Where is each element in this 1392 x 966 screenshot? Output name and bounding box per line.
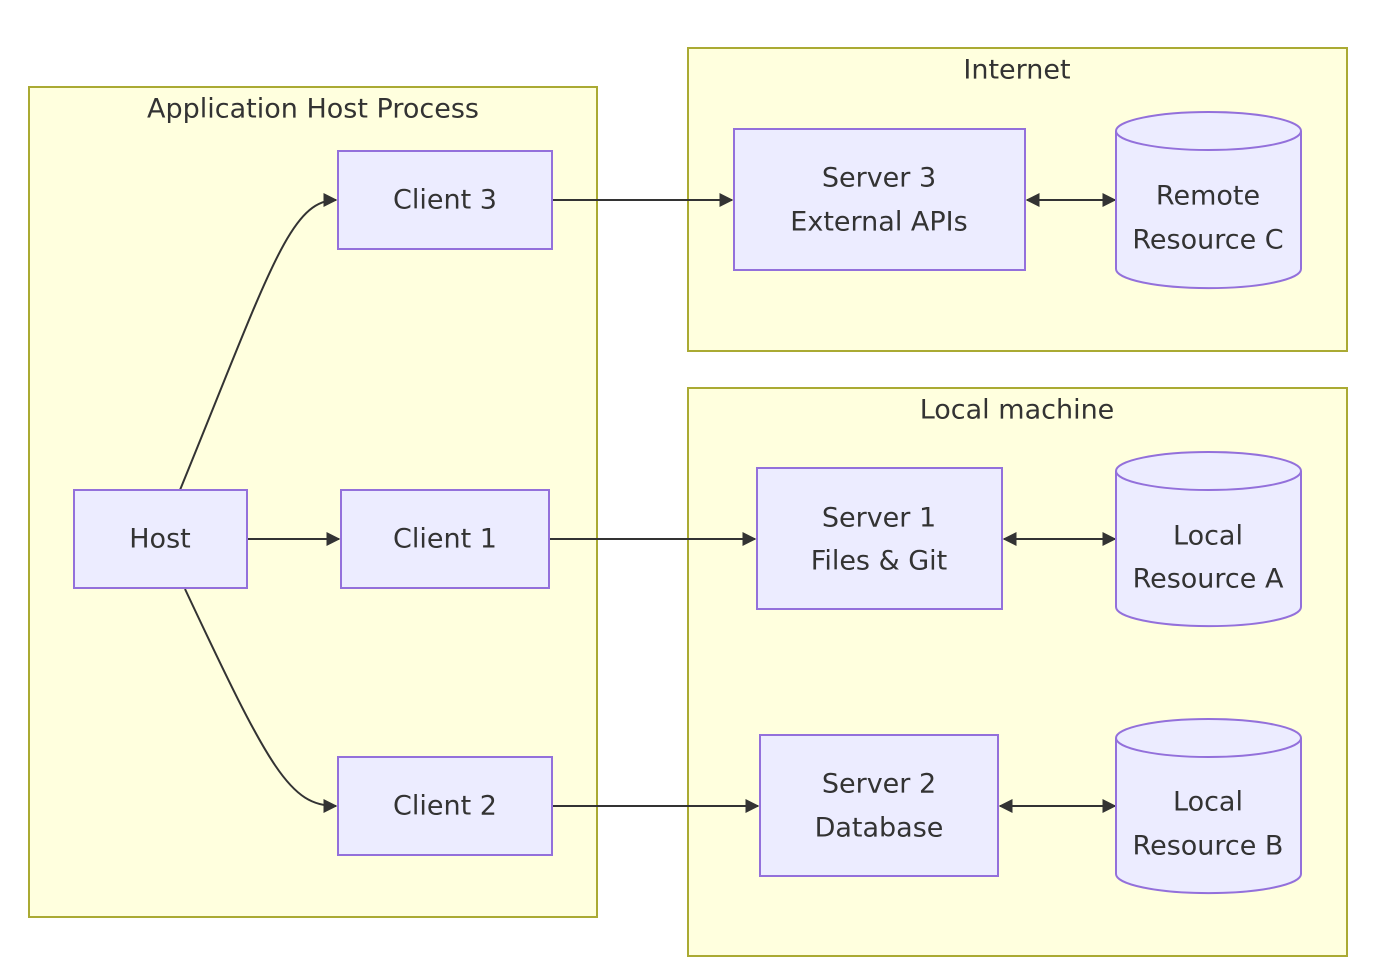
node-server2: Server 2 Database xyxy=(759,734,999,877)
node-host-label: Host xyxy=(129,524,190,555)
node-resource-c-line1: Remote xyxy=(1156,181,1260,212)
group-title-host-process: Application Host Process xyxy=(147,94,479,125)
node-resource-b-line2: Resource B xyxy=(1133,831,1284,862)
node-server1: Server 1 Files & Git xyxy=(756,467,1003,610)
node-resource-b: Local Resource B xyxy=(1115,718,1302,895)
node-host: Host xyxy=(73,489,248,589)
node-client3-label: Client 3 xyxy=(393,185,497,216)
node-resource-a-line2: Resource A xyxy=(1133,564,1284,595)
node-client2: Client 2 xyxy=(337,756,553,856)
node-server3-line2: External APIs xyxy=(790,207,967,238)
node-server3: Server 3 External APIs xyxy=(733,128,1026,271)
group-title-local-machine: Local machine xyxy=(920,395,1115,426)
node-resource-c: Remote Resource C xyxy=(1115,111,1302,290)
node-resource-a: Local Resource A xyxy=(1115,451,1302,628)
node-server2-line1: Server 2 xyxy=(822,769,936,800)
node-server1-line1: Server 1 xyxy=(822,503,936,534)
node-client1-label: Client 1 xyxy=(393,524,497,555)
edge-host-client2 xyxy=(184,588,338,813)
node-resource-b-line1: Local xyxy=(1173,787,1243,818)
node-server2-line2: Database xyxy=(815,813,944,844)
node-server1-line2: Files & Git xyxy=(811,546,947,577)
group-title-internet: Internet xyxy=(963,55,1070,86)
node-client3: Client 3 xyxy=(337,150,553,250)
node-resource-c-line2: Resource C xyxy=(1132,225,1283,256)
node-client1: Client 1 xyxy=(340,489,550,589)
node-server3-line1: Server 3 xyxy=(822,163,936,194)
node-client2-label: Client 2 xyxy=(393,791,497,822)
node-resource-a-line1: Local xyxy=(1173,521,1243,552)
edge-host-client3 xyxy=(179,193,338,491)
